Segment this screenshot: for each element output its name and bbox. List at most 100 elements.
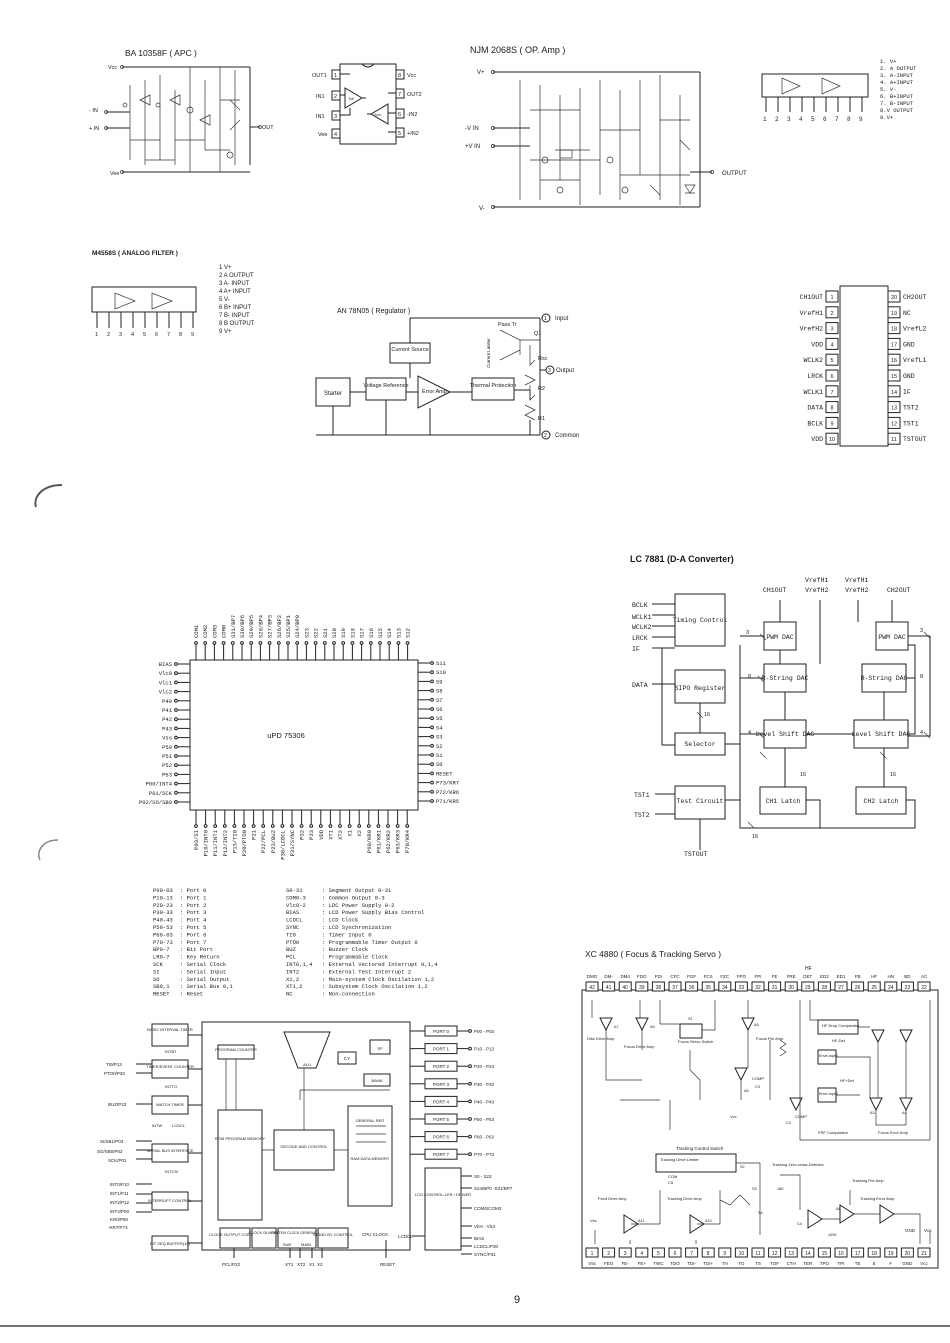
svg-text:2 A OUTPUT: 2 A OUTPUT bbox=[219, 273, 254, 279]
port-label: PORT 3 bbox=[433, 1082, 450, 1087]
pin-label: S7 bbox=[436, 697, 443, 704]
legend-value: : Main-system Clock Oscilation 1,2 bbox=[322, 976, 434, 983]
pin-label: IF bbox=[903, 389, 911, 396]
block-level-shift-dac-1 bbox=[763, 719, 807, 749]
svg-text:Focus Pre Amp: Focus Pre Amp bbox=[756, 1036, 784, 1041]
svg-text:CH2 Latch: CH2 Latch bbox=[863, 798, 898, 805]
svg-text:HF Drop Comparator: HF Drop Comparator bbox=[822, 1023, 860, 1028]
pin-label: P60/KR0 bbox=[366, 830, 373, 853]
legend-value: : Bit Port bbox=[180, 946, 213, 953]
upd-block-diagram: BASIC INTERVAL TIMER INTBT TIMER/EVENT C… bbox=[97, 1021, 513, 1267]
pin-number: 29 bbox=[805, 985, 811, 991]
pin-terminal bbox=[232, 824, 237, 828]
pin-box bbox=[768, 981, 782, 992]
pin-label: LRCK bbox=[807, 373, 823, 380]
svg-text:R-String DAC: R-String DAC bbox=[861, 675, 908, 682]
pin-number: 7 bbox=[398, 92, 401, 98]
pin-label: TST2 bbox=[903, 405, 919, 412]
svg-text:INTERRUPT CONTROL: INTERRUPT CONTROL bbox=[148, 1198, 192, 1203]
pin-number: 1 bbox=[591, 1251, 594, 1257]
svg-text:LCDCL/P30: LCDCL/P30 bbox=[474, 1244, 499, 1249]
svg-text:DATA: DATA bbox=[632, 682, 648, 689]
port-pins: P60 - P63 bbox=[474, 1135, 495, 1140]
pin-terminal bbox=[249, 641, 254, 645]
binder-hole-mark bbox=[38, 839, 59, 861]
svg-text:PWM DAC: PWM DAC bbox=[878, 634, 905, 641]
port-label: PORT 2 bbox=[433, 1064, 450, 1069]
legend-key: PTO0 bbox=[286, 939, 299, 946]
svg-text:Level Shift DAC: Level Shift DAC bbox=[756, 731, 815, 738]
svg-text:SI/SB1/P03: SI/SB1/P03 bbox=[100, 1139, 124, 1144]
pin-label: P53 bbox=[162, 771, 172, 778]
m4558-title: M4558S ( ANALOG FILTER ) bbox=[92, 250, 178, 257]
pin-label: HF bbox=[871, 974, 877, 979]
legend-key: P20-23 bbox=[153, 902, 173, 909]
pin-label: TDI+ bbox=[703, 1261, 713, 1266]
svg-text:A11: A11 bbox=[638, 1219, 644, 1223]
svg-text:Q1: Q1 bbox=[534, 331, 541, 337]
svg-text:INT2/P12: INT2/P12 bbox=[110, 1200, 130, 1205]
svg-text:IF: IF bbox=[632, 646, 640, 653]
pin-box bbox=[817, 1247, 831, 1258]
pin-number: 13 bbox=[788, 1251, 794, 1257]
svg-text:Focus Error Amp: Focus Error Amp bbox=[878, 1130, 909, 1135]
pin-box bbox=[751, 981, 765, 992]
lc7881-pinout: 1CH1OUT2VrefH13VrefH24VDD5WCLK26LRCK7WCL… bbox=[800, 285, 927, 447]
pin-terminal bbox=[174, 800, 178, 804]
legend-value: : Port 2 bbox=[180, 902, 206, 909]
svg-text:VrefH2: VrefH2 bbox=[805, 587, 829, 594]
svg-text:8.V OUTPUT: 8.V OUTPUT bbox=[880, 107, 914, 114]
pin-number: 30 bbox=[788, 985, 794, 991]
pin-number: 8 bbox=[398, 73, 401, 79]
upd-left-blocks: BASIC INTERVAL TIMER INTBT TIMER/EVENT C… bbox=[146, 1023, 194, 1251]
pin-label: P32 bbox=[299, 830, 306, 840]
svg-text:BASIC INTERVAL TIMER: BASIC INTERVAL TIMER bbox=[147, 1027, 193, 1032]
pin-number: 41 bbox=[606, 985, 612, 991]
port-label: PORT 0 bbox=[433, 1029, 450, 1034]
pin-terminal bbox=[378, 641, 382, 645]
svg-text:R1: R1 bbox=[538, 416, 545, 422]
pin-terminal bbox=[387, 641, 392, 645]
svg-text:S0 - S23: S0 - S23 bbox=[474, 1174, 492, 1179]
port-terminal bbox=[468, 1046, 472, 1051]
svg-text:8 B OUTPUT: 8 B OUTPUT bbox=[219, 321, 255, 327]
m4558-pin-list: 1 V+ 2 A OUTPUT 3 A- INPUT 4 A+ INPUT 5 … bbox=[219, 265, 255, 335]
svg-text:Thermal Protection: Thermal Protection bbox=[470, 383, 516, 389]
pin-terminal bbox=[430, 762, 434, 767]
svg-text:WCLK1: WCLK1 bbox=[632, 614, 652, 621]
svg-text:CY: CY bbox=[344, 1056, 350, 1061]
pin-number: 19 bbox=[891, 311, 897, 317]
legend-key: SYNC bbox=[286, 924, 300, 931]
svg-text:Input: Input bbox=[555, 316, 569, 322]
pin-box bbox=[825, 322, 839, 335]
svg-text:8: 8 bbox=[748, 674, 751, 680]
pin-label: S0 bbox=[436, 761, 443, 768]
svg-text:C3: C3 bbox=[755, 1085, 760, 1089]
pin-label: CFC bbox=[670, 974, 680, 979]
pin-terminal bbox=[270, 824, 275, 828]
svg-text:Tracking Error Amp: Tracking Error Amp bbox=[860, 1196, 895, 1201]
pin-label: P73/KR7 bbox=[436, 780, 459, 787]
pin-label: DM- bbox=[604, 974, 613, 979]
port-terminal bbox=[468, 1152, 472, 1157]
svg-text:CH2OUT: CH2OUT bbox=[887, 587, 911, 594]
pin-terminal bbox=[194, 824, 198, 828]
legend-key: PCL bbox=[286, 954, 296, 961]
block-timing-control bbox=[674, 593, 726, 647]
pin-label: S31/BP7 bbox=[230, 615, 237, 638]
pin-terminal bbox=[280, 824, 285, 828]
pin-label: CH2OUT bbox=[903, 294, 927, 301]
legend-key: RESET bbox=[153, 991, 170, 998]
pin-box bbox=[884, 981, 898, 992]
pin-label: BD bbox=[904, 974, 911, 979]
pin-label: VrefH1 bbox=[800, 310, 824, 317]
pin-label: FE bbox=[772, 974, 778, 979]
port-pins: P70 - P73 bbox=[474, 1152, 495, 1157]
pin-terminal bbox=[430, 670, 434, 675]
svg-text:Error Amp: Error Amp bbox=[422, 389, 447, 395]
legend-value: : Serial Output bbox=[180, 976, 230, 983]
pin-terminal bbox=[430, 799, 434, 803]
